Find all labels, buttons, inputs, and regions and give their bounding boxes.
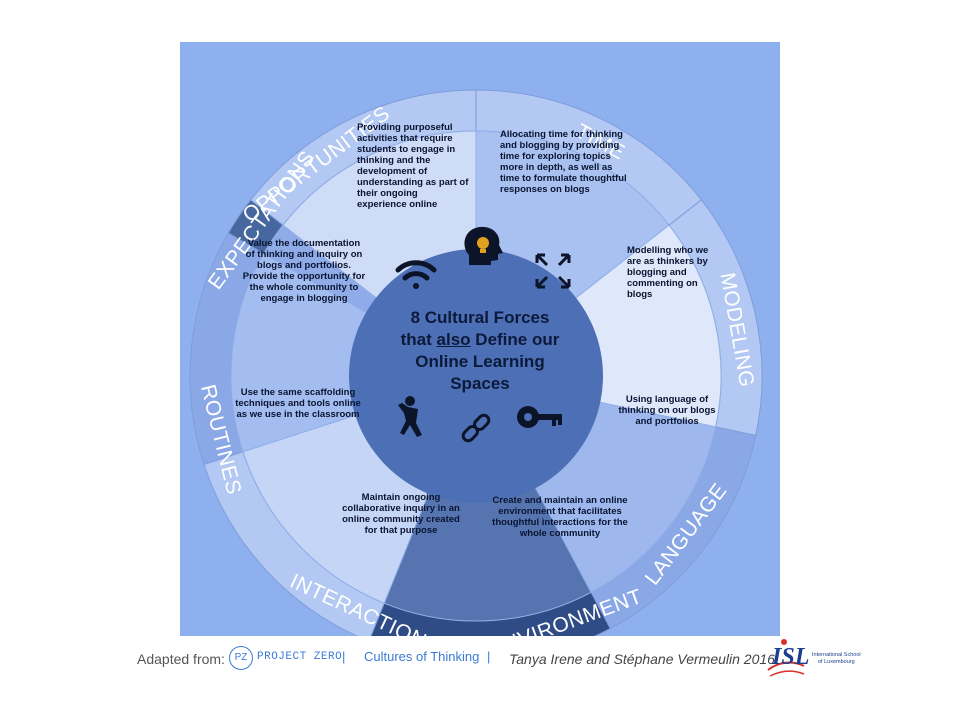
- force-text-interactions: Maintain ongoing collaborative inquiry i…: [342, 492, 460, 536]
- center-title-line-4: Spaces: [450, 374, 510, 393]
- force-text-time: Allocating time for thinking and bloggin…: [500, 129, 627, 195]
- isl-logo-line-1: International School: [812, 652, 861, 658]
- key-icon: [517, 406, 562, 428]
- center-title-line-2-text: that also Define our: [400, 330, 560, 349]
- isl-logo-letters: ISL: [772, 644, 810, 670]
- isl-logo-mark: [767, 639, 805, 677]
- center-title-underlined-word: also: [436, 330, 471, 349]
- force-text-modeling: Modelling who we are as thinkers by blog…: [627, 245, 709, 300]
- footer-separator-1: |: [342, 649, 346, 664]
- force-text-language: Using language of thinking on our blogs …: [618, 394, 716, 427]
- force-text-routines: Use the same scaffolding techniques and …: [235, 387, 361, 420]
- footer-cultures-of-thinking: Cultures of Thinking: [364, 649, 480, 664]
- footer-separator-2: |: [487, 649, 491, 664]
- footer-adapted-label: Adapted from:: [137, 651, 225, 667]
- center-title-line-1: 8 Cultural Forces: [410, 308, 550, 327]
- center-title-line-3: Online Learning: [415, 352, 545, 371]
- isl-logo: ISL International School of Luxembourg: [766, 636, 876, 682]
- pz-badge: PZ: [229, 646, 253, 670]
- climbing-figure-icon: [398, 396, 422, 437]
- footer-project-zero: PROJECT ZERO: [257, 651, 343, 663]
- expand-arrows-icon: [535, 253, 571, 289]
- center-title-line-2: that also Define our: [0, 329, 960, 351]
- center-title: 8 Cultural Forces that also Define our O…: [0, 307, 960, 395]
- isl-logo-line-2: of Luxembourg: [818, 659, 855, 665]
- force-text-expectations: Value the documentation of thinking and …: [242, 238, 366, 304]
- force-text-opportunities: Providing purposeful activities that req…: [357, 122, 469, 210]
- center-circle: [349, 249, 603, 503]
- chain-link-icon: [461, 413, 491, 443]
- force-text-environment: Create and maintain an online environmen…: [492, 495, 628, 539]
- wifi-icon: [395, 260, 437, 289]
- head-lightbulb-icon: [464, 226, 503, 265]
- footer: Adapted from: PZ PROJECT ZERO | Cultures…: [0, 639, 960, 684]
- footer-authors: Tanya Irene and Stéphane Vermeulin 2016: [509, 651, 775, 667]
